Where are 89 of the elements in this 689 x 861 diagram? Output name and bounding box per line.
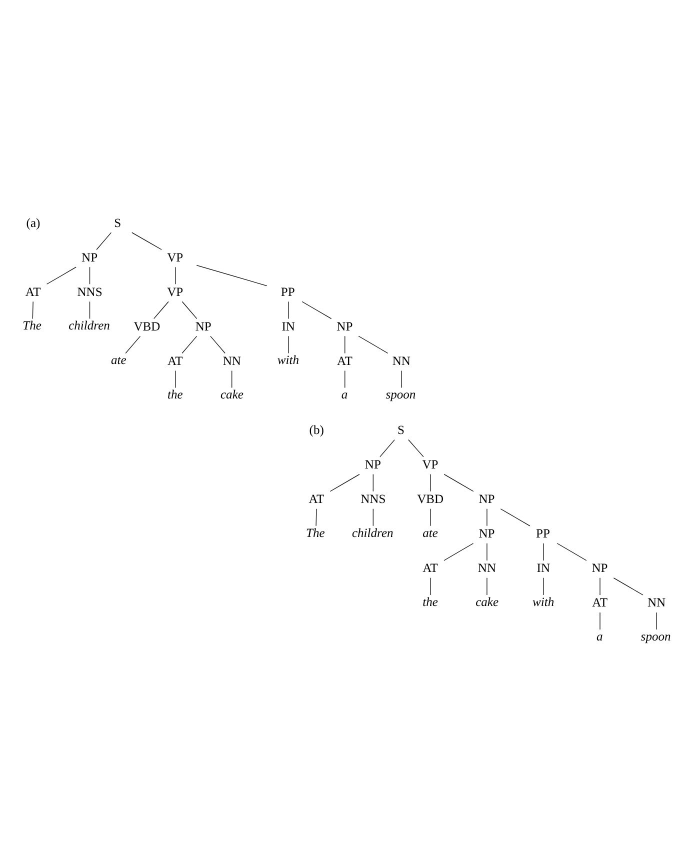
node-text: the bbox=[422, 594, 438, 608]
node-text: VP bbox=[422, 457, 438, 472]
node-text: NP bbox=[336, 318, 353, 333]
connector bbox=[344, 370, 346, 388]
connector bbox=[380, 438, 395, 457]
connector bbox=[196, 264, 268, 286]
connector bbox=[32, 300, 34, 319]
connector bbox=[288, 335, 289, 354]
node-text: NN bbox=[478, 560, 496, 575]
node-text: spoon bbox=[640, 628, 671, 643]
node-text: ate bbox=[110, 352, 126, 367]
node-text: AT bbox=[167, 353, 183, 368]
connector bbox=[210, 335, 226, 354]
connector bbox=[175, 370, 176, 388]
node-text: with bbox=[532, 594, 554, 608]
node-text: VBD bbox=[417, 492, 444, 506]
node-text: children bbox=[68, 318, 110, 332]
node-text: NNS bbox=[77, 284, 102, 298]
node-text: spoon bbox=[386, 387, 416, 402]
node-text: VP bbox=[167, 284, 184, 298]
node-text: NN bbox=[647, 595, 666, 610]
connector bbox=[430, 508, 431, 526]
connector bbox=[344, 335, 346, 354]
node-text: NP bbox=[195, 318, 212, 333]
connector bbox=[401, 370, 402, 388]
connector bbox=[175, 266, 176, 284]
node-text: NP bbox=[478, 492, 495, 506]
connector bbox=[316, 508, 317, 526]
connector bbox=[132, 232, 162, 250]
connector bbox=[613, 577, 644, 595]
connector bbox=[486, 508, 488, 526]
node-text: cake bbox=[476, 594, 499, 608]
connector bbox=[430, 474, 431, 492]
connector bbox=[486, 542, 488, 560]
connector bbox=[486, 577, 488, 595]
connector bbox=[125, 335, 141, 354]
node-text: VBD bbox=[134, 318, 160, 333]
node-text: AT bbox=[25, 284, 41, 298]
node-text: cake bbox=[220, 387, 244, 402]
connector bbox=[500, 508, 530, 526]
node-text: a bbox=[341, 387, 348, 402]
node-text: IN bbox=[536, 560, 550, 575]
connector bbox=[444, 542, 474, 560]
node-text: a bbox=[596, 628, 603, 643]
connector bbox=[408, 438, 424, 457]
connector bbox=[96, 232, 112, 250]
node-text: children bbox=[352, 525, 394, 540]
connector bbox=[656, 612, 657, 630]
connector bbox=[182, 335, 198, 354]
connector bbox=[330, 474, 360, 492]
connector bbox=[182, 300, 198, 319]
connector bbox=[543, 577, 544, 595]
connector bbox=[89, 300, 90, 319]
node-text: NN bbox=[222, 353, 241, 368]
node-text: NP bbox=[592, 560, 608, 575]
label: (b) bbox=[309, 422, 324, 436]
node-text: IN bbox=[282, 318, 295, 333]
connector bbox=[430, 577, 431, 595]
node-text: NP bbox=[478, 526, 495, 540]
connector bbox=[302, 300, 332, 319]
connector bbox=[444, 474, 474, 492]
connector bbox=[46, 266, 76, 284]
connector bbox=[372, 474, 374, 492]
node-text: NN bbox=[392, 353, 411, 368]
node-text: NNS bbox=[360, 492, 386, 506]
node-text: NP bbox=[82, 250, 98, 264]
node-text: The bbox=[306, 525, 325, 540]
label: (a) bbox=[26, 215, 40, 230]
node-text: NP bbox=[364, 457, 381, 472]
connector bbox=[288, 300, 289, 319]
node-text: PP bbox=[280, 284, 295, 298]
node-text: AT bbox=[308, 492, 324, 506]
node-text: PP bbox=[536, 526, 550, 540]
node-text: The bbox=[22, 318, 42, 332]
node-text: ate bbox=[422, 525, 438, 540]
connector bbox=[154, 300, 169, 319]
connector bbox=[543, 542, 544, 560]
node-text: AT bbox=[337, 353, 352, 368]
connector bbox=[358, 335, 388, 354]
node-text: with bbox=[277, 352, 300, 367]
connector bbox=[556, 542, 587, 560]
node-text: VP bbox=[167, 250, 184, 264]
connector bbox=[89, 266, 90, 284]
node-text: AT bbox=[422, 560, 438, 575]
connector bbox=[372, 508, 374, 526]
node-text: the bbox=[167, 387, 183, 402]
node-text: S bbox=[397, 422, 404, 436]
node-text: S bbox=[114, 215, 122, 230]
node-text: AT bbox=[592, 595, 608, 610]
